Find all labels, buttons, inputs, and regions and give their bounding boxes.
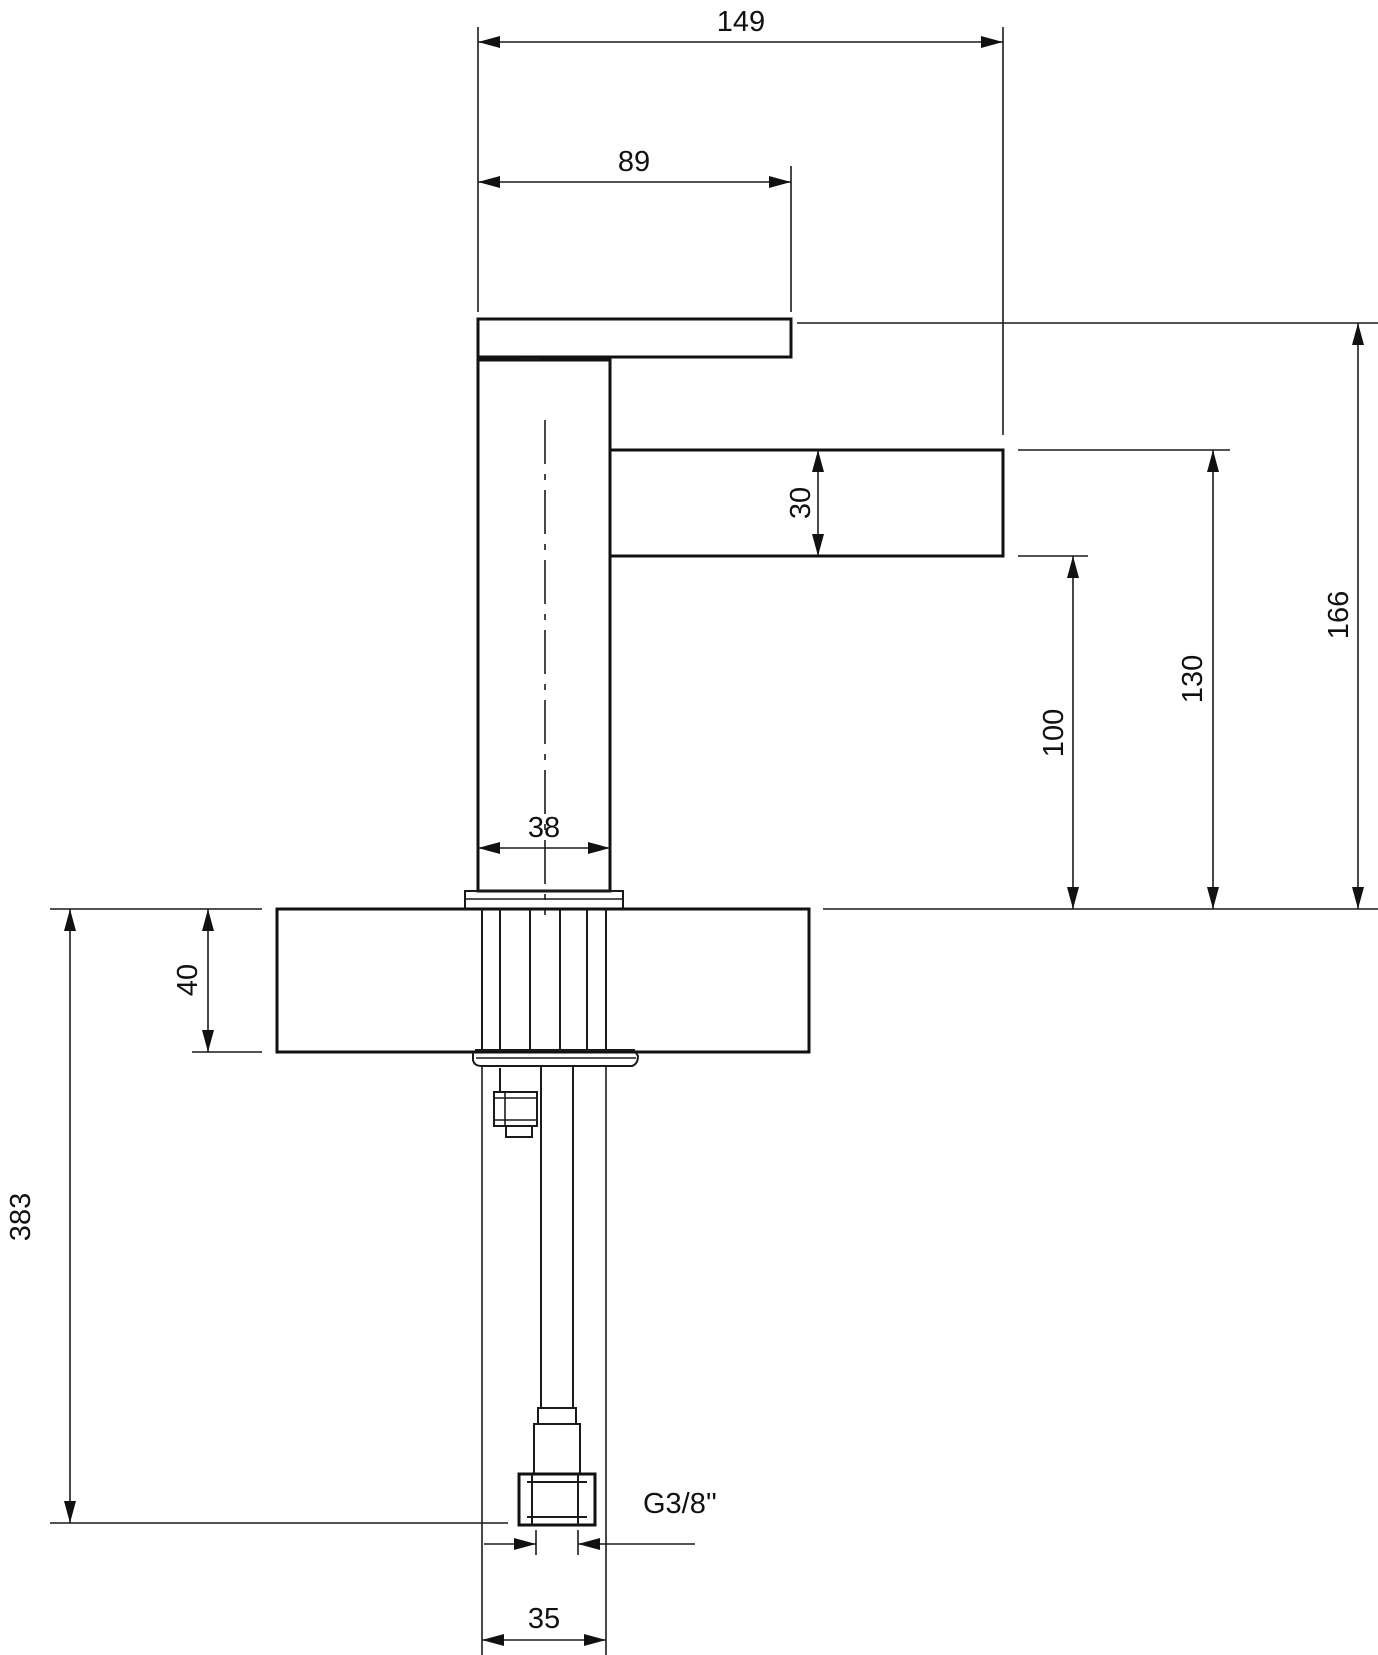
dim-spout-top-height: 130	[1177, 655, 1209, 703]
dim-connector-width: 35	[528, 1603, 560, 1635]
dim-spout-height: 100	[1038, 709, 1070, 757]
dim-overall-width: 149	[717, 6, 765, 38]
base-collar	[464, 890, 624, 910]
faucet-outline	[275, 317, 1005, 1527]
thread-label: G3/8''	[643, 1488, 717, 1520]
extension-lines	[50, 27, 1378, 1655]
fixing-nut	[472, 1049, 640, 1067]
deck-plate	[275, 907, 811, 1054]
dim-hose-length: 383	[5, 1193, 37, 1241]
spout	[610, 448, 1005, 558]
lever-handle	[476, 317, 793, 359]
dim-lever-length: 89	[618, 146, 650, 178]
dim-total-height: 166	[1323, 591, 1355, 639]
flexible-hose	[533, 1066, 581, 1475]
dim-deck-thickness: 40	[172, 964, 204, 996]
side-screw	[493, 1068, 538, 1138]
mounting-shank	[481, 909, 607, 1052]
hex-connector	[517, 1472, 597, 1527]
dimension-labels: 149 89 30 100 130 166 38 40 383 35 G3/8'…	[5, 6, 1355, 1635]
dim-body-width: 38	[528, 812, 560, 844]
dimension-lines	[64, 36, 1364, 1646]
dim-spout-thickness: 30	[785, 487, 817, 519]
